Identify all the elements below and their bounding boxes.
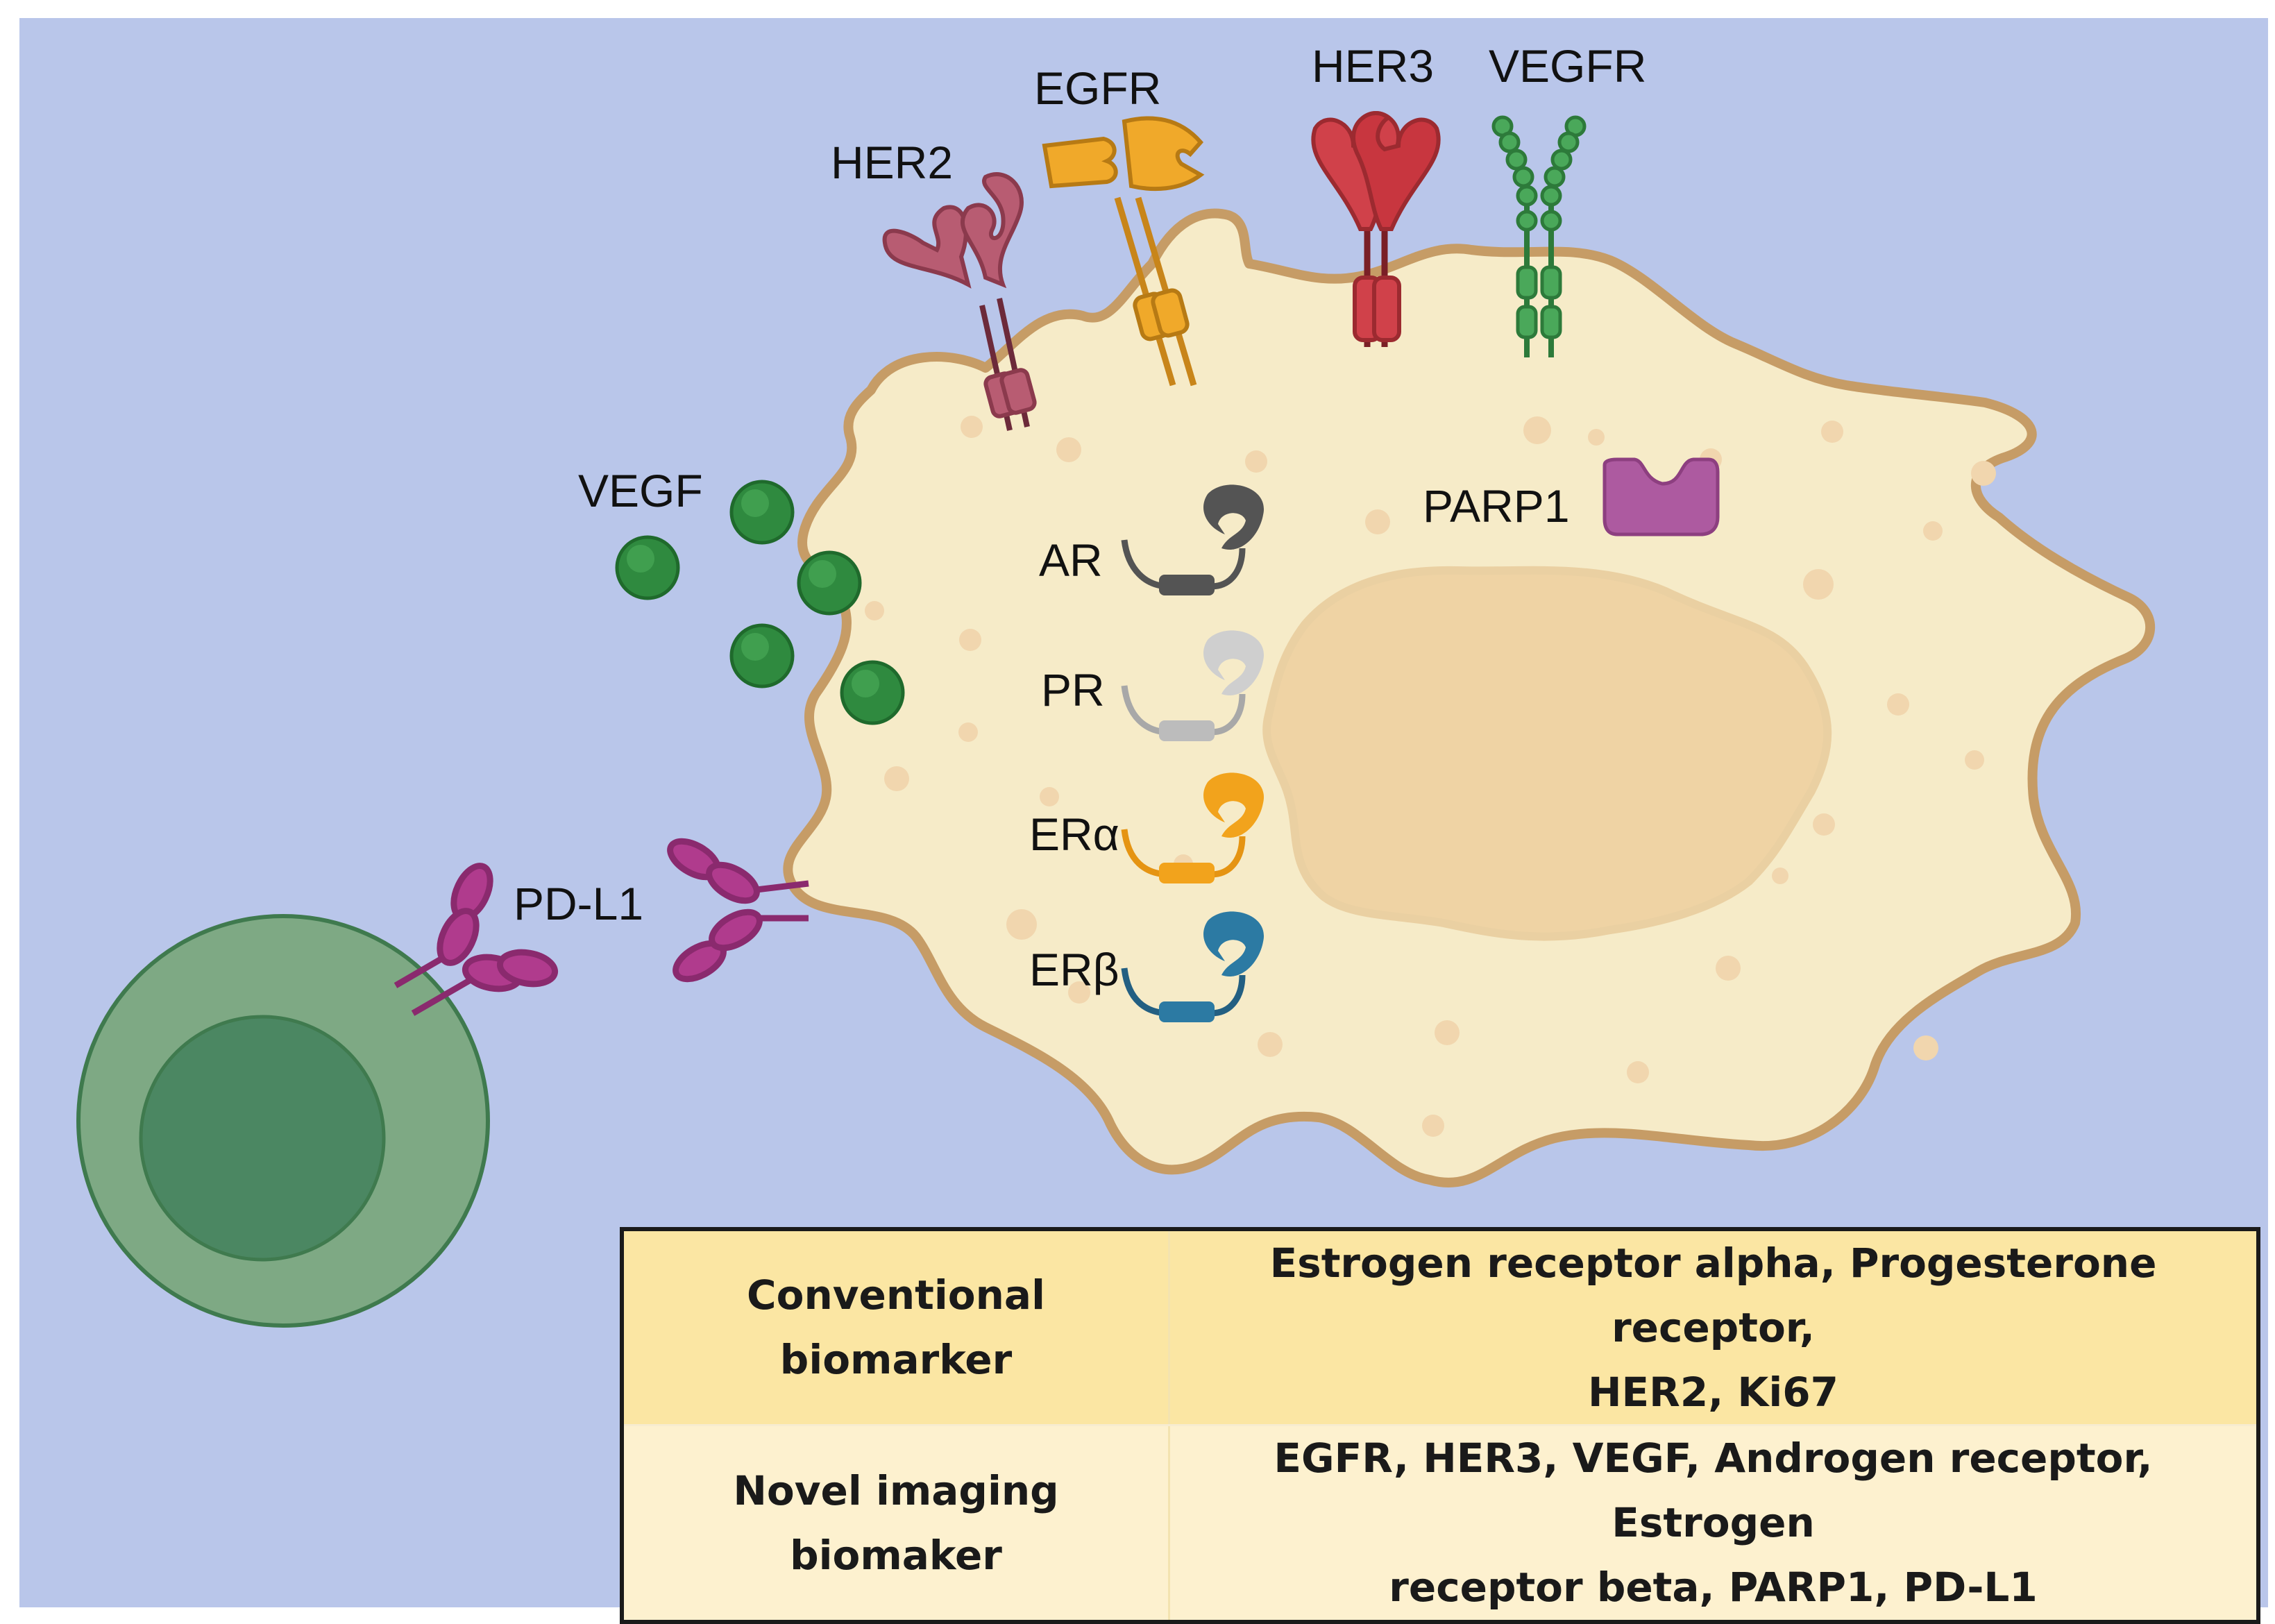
cytoplasm-granules — [865, 416, 1996, 1137]
ar-label: AR — [1039, 534, 1103, 586]
her2-receptor — [882, 172, 1037, 431]
nucleus — [1262, 566, 1832, 941]
egfr-receptor — [1042, 116, 1205, 387]
novel-biomarker-list: EGFR, HER3, VEGF, Androgen receptor, Est… — [1169, 1425, 2258, 1622]
novel-list-line1: EGFR, HER3, VEGF, Androgen receptor, Est… — [1274, 1435, 2153, 1547]
er-beta-label: ERβ — [1029, 944, 1119, 995]
her2-label: HER2 — [831, 137, 953, 188]
conventional-biomarker-cell: Conventional biomarker — [622, 1229, 1170, 1427]
table-row: Conventional biomarker Estrogen receptor… — [622, 1229, 2258, 1427]
pd-l1-tumor — [667, 838, 809, 983]
vegf-label: VEGF — [578, 465, 703, 516]
conventional-list-line2: HER2, Ki67 — [1588, 1368, 1838, 1416]
er-alpha-label: ERα — [1029, 809, 1119, 860]
novel-list-line2: receptor beta, PARP1, PD-L1 — [1389, 1563, 2038, 1611]
novel-biomarker-cell: Novel imaging biomaker — [622, 1425, 1170, 1622]
er-alpha-receptor — [1121, 772, 1265, 883]
parp1-label: PARP1 — [1423, 480, 1570, 532]
table-row: Novel imaging biomaker EGFR, HER3, VEGF,… — [622, 1425, 2258, 1622]
vegfr-label: VEGFR — [1489, 40, 1646, 92]
her3-label: HER3 — [1312, 40, 1434, 92]
pd-l1-label: PD-L1 — [514, 878, 643, 929]
pr-receptor — [1121, 630, 1265, 741]
egfr-label: EGFR — [1034, 62, 1161, 114]
her3-receptor — [1311, 111, 1441, 347]
parp1-protein — [1602, 457, 1720, 536]
biomarker-table: Conventional biomarker Estrogen receptor… — [620, 1227, 2260, 1624]
conventional-list-line1: Estrogen receptor alpha, Progesterone re… — [1269, 1240, 2157, 1351]
er-beta-receptor — [1121, 911, 1265, 1022]
ar-receptor — [1121, 484, 1265, 595]
pd-1-immune — [394, 863, 559, 1016]
conventional-biomarker-list: Estrogen receptor alpha, Progesterone re… — [1169, 1229, 2258, 1427]
pr-label: PR — [1041, 664, 1105, 716]
immune-cell-nucleus — [139, 1015, 386, 1262]
vegfr-receptor — [1491, 115, 1587, 357]
